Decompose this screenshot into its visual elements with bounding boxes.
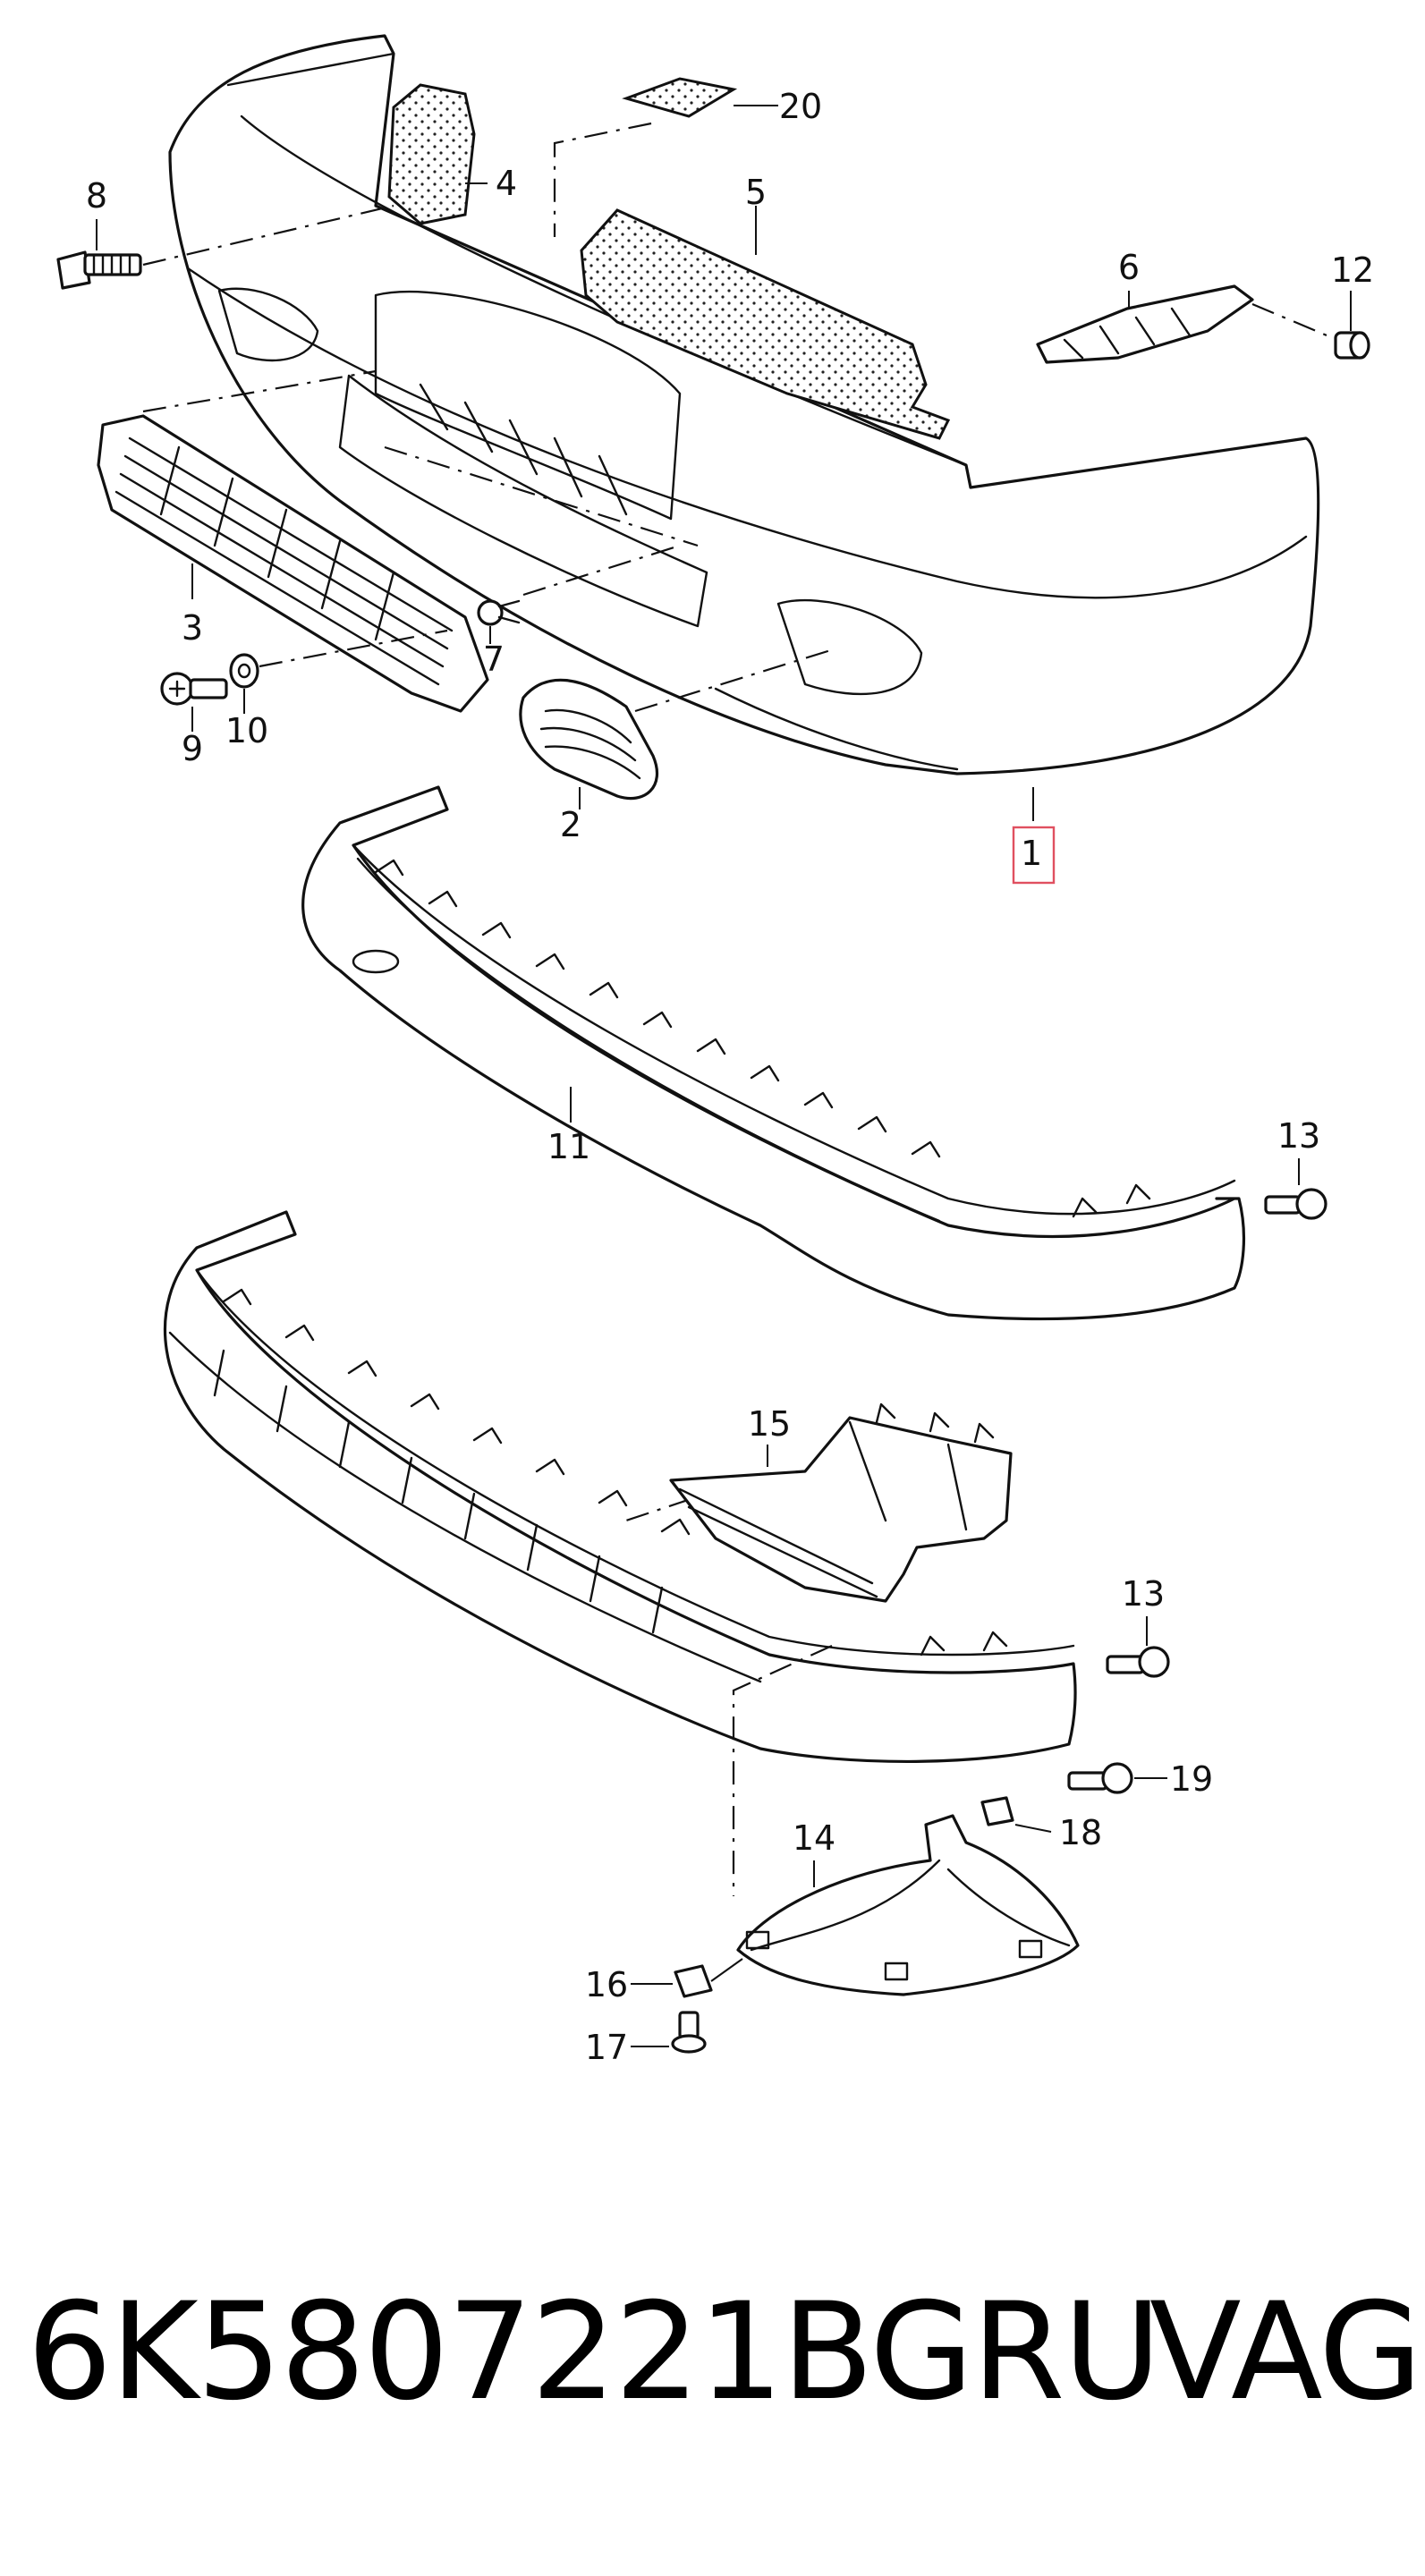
callout-16: 16: [585, 1965, 628, 2004]
callout-13-lower: 13: [1122, 1574, 1165, 1614]
callout-6: 6: [1118, 248, 1140, 287]
bracket-part-6: [1036, 284, 1338, 364]
callout-15: 15: [748, 1404, 791, 1444]
screw-part-9: [160, 672, 228, 732]
callout-13-upper: 13: [1277, 1116, 1320, 1156]
callout-9: 9: [182, 729, 203, 768]
washer-part-10: [229, 629, 448, 714]
clip-part-7: [477, 544, 681, 644]
callout-4: 4: [496, 164, 517, 203]
callout-12: 12: [1331, 250, 1374, 290]
front-bumper-cover: [168, 34, 1320, 775]
spoiler-part-11: [301, 785, 1246, 1321]
air-duct-part-15: [669, 1402, 1013, 1603]
callout-8: 8: [86, 176, 107, 216]
foam-block-part-4: [387, 83, 488, 225]
part-number-footer: 6K5807221BGRU VAG: [27, 2275, 1422, 2430]
nut-part-12: [1334, 291, 1370, 360]
callout-18: 18: [1059, 1813, 1102, 1852]
callout-1: 1: [1021, 834, 1042, 873]
brand-label: VAG: [1149, 2275, 1422, 2430]
callout-2: 2: [560, 805, 581, 844]
fog-grille-part-2: [519, 647, 837, 809]
bolt-part-13-lower: [1106, 1616, 1170, 1678]
clip-nut-part-18: [980, 1796, 1052, 1833]
absorber-part-5: [580, 206, 951, 440]
splash-guard-part-14: [736, 1814, 1080, 1996]
callout-20: 20: [779, 87, 822, 126]
highlight-box-part-1: [1012, 826, 1056, 885]
callout-7: 7: [483, 640, 505, 679]
part-number: 6K5807221BGRU: [27, 2275, 1161, 2430]
callout-10: 10: [225, 711, 268, 750]
callout-19: 19: [1170, 1759, 1213, 1799]
callout-5: 5: [745, 173, 767, 212]
lower-spoiler: [163, 1210, 1077, 1896]
callout-17: 17: [585, 2028, 628, 2067]
bolt-part-13-upper: [1264, 1158, 1327, 1220]
clip-part-20: [553, 77, 778, 237]
callout-14: 14: [793, 1818, 835, 1858]
bolt-part-8: [56, 204, 394, 290]
callout-11: 11: [547, 1127, 590, 1166]
screw-part-17: [631, 2011, 707, 2054]
bolt-part-19: [1067, 1762, 1167, 1794]
grille-part-3: [97, 369, 699, 713]
callout-3: 3: [182, 608, 203, 648]
callout-labels: 1 2 3 4 5 6 7 8 9 10 11 12 13 13 14 15 1…: [86, 87, 1374, 2067]
clip-part-16: [631, 1958, 743, 1998]
